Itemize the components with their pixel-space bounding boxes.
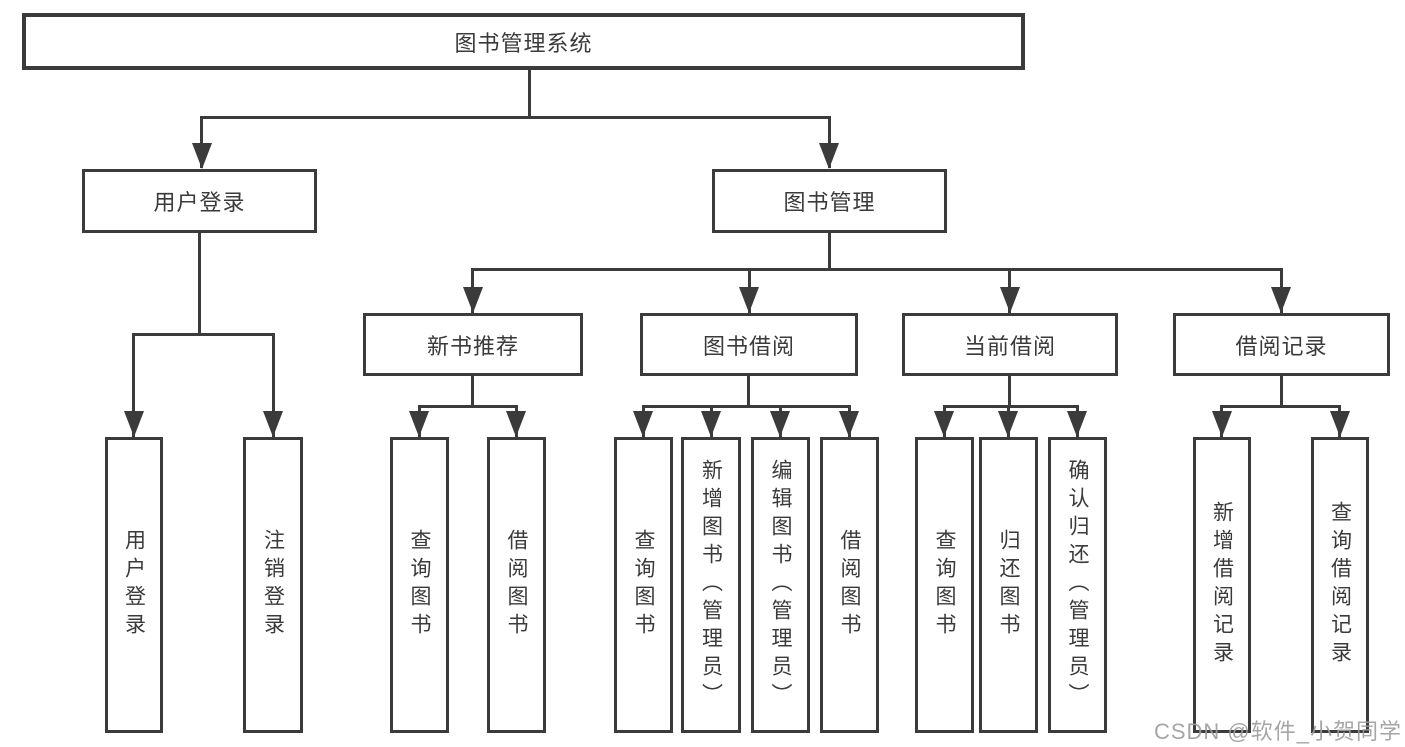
node-label: 当前借阅 (963, 333, 1056, 359)
leaf-add-borrow-record: 新增借阅记录 (1193, 437, 1251, 733)
leaf-query-books-2: 查询图书 (614, 437, 673, 733)
arrow-down-icon (1271, 287, 1291, 313)
leaf-return-books: 归还图书 (979, 437, 1038, 733)
leaf-label: 确认归还（管理员） (1066, 459, 1089, 711)
connector-line (418, 405, 518, 408)
arrow-down-icon (463, 287, 483, 313)
leaf-user-login: 用户登录 (105, 437, 163, 733)
node-label: 借阅记录 (1235, 333, 1328, 359)
leaf-query-books-3: 查询图书 (915, 437, 974, 733)
arrow-down-icon (633, 411, 653, 437)
node-user-login: 用户登录 (82, 169, 317, 233)
node-book-borrowing: 图书借阅 (640, 313, 858, 376)
leaf-label: 查询图书 (408, 529, 431, 641)
arrow-down-icon (506, 411, 526, 437)
arrow-down-icon (1000, 287, 1020, 313)
node-new-book-recommendation: 新书推荐 (363, 313, 583, 376)
leaf-query-books: 查询图书 (390, 437, 449, 733)
leaf-label: 编辑图书（管理员） (769, 459, 792, 711)
connector-line (747, 376, 750, 407)
leaf-query-borrow-record: 查询借阅记录 (1311, 437, 1369, 733)
node-label: 图书管理系统 (454, 30, 593, 56)
node-label: 图书管理 (783, 190, 876, 215)
connector-line (132, 333, 135, 437)
connector-line (472, 268, 1283, 271)
leaf-label: 注销登录 (261, 529, 285, 641)
leaf-label: 新增图书（管理员） (699, 459, 723, 711)
leaf-edit-book-admin: 编辑图书（管理员） (751, 437, 810, 733)
arrow-down-icon (1067, 411, 1087, 437)
connector-line (1280, 376, 1283, 407)
arrow-down-icon (998, 411, 1018, 437)
leaf-label: 查询借阅记录 (1328, 501, 1352, 669)
connector-line (201, 116, 831, 119)
node-library-system: 图书管理系统 (22, 13, 1025, 70)
connector-line (272, 333, 275, 437)
connector-line (828, 233, 831, 270)
connector-line (528, 70, 531, 118)
node-label: 用户登录 (153, 190, 246, 215)
node-borrowing-records: 借阅记录 (1173, 313, 1390, 376)
connector-line (471, 376, 474, 407)
node-label: 图书借阅 (702, 333, 795, 359)
arrow-down-icon (409, 411, 429, 437)
leaf-confirm-return-admin: 确认归还（管理员） (1048, 437, 1107, 733)
leaf-label: 查询图书 (933, 529, 956, 641)
arrow-down-icon (263, 411, 283, 437)
arrow-down-icon (770, 411, 790, 437)
leaf-logout: 注销登录 (243, 437, 303, 733)
arrow-down-icon (934, 411, 954, 437)
leaf-borrow-books: 借阅图书 (487, 437, 546, 733)
arrow-down-icon (124, 411, 144, 437)
connector-line (200, 116, 203, 168)
leaf-borrow-books-2: 借阅图书 (820, 437, 879, 733)
arrow-down-icon (1330, 411, 1350, 437)
arrow-down-icon (839, 411, 859, 437)
arrow-down-icon (192, 143, 212, 169)
leaf-label: 用户登录 (122, 529, 146, 641)
arrow-down-icon (739, 287, 759, 313)
leaf-label: 查询图书 (632, 529, 655, 641)
leaf-label: 借阅图书 (838, 529, 861, 641)
connector-line (642, 405, 851, 408)
arrow-down-icon (1212, 411, 1232, 437)
connector-line (133, 333, 275, 336)
leaf-label: 新增借阅记录 (1210, 501, 1234, 669)
node-current-borrowing: 当前借阅 (902, 313, 1118, 376)
connector-line (1220, 405, 1341, 408)
leaf-label: 归还图书 (997, 529, 1020, 641)
connector-line (943, 405, 1079, 408)
leaf-add-book-admin: 新增图书（管理员） (681, 437, 741, 733)
node-book-management: 图书管理 (712, 169, 947, 233)
arrow-down-icon (819, 143, 839, 169)
connector-line (198, 233, 201, 336)
connector-line (1008, 376, 1011, 407)
watermark-text: CSDN @软件_小贺同学 (1153, 719, 1402, 744)
node-label: 新书推荐 (426, 333, 519, 359)
leaf-label: 借阅图书 (505, 529, 528, 641)
arrow-down-icon (701, 411, 721, 437)
connector-line (828, 116, 831, 168)
